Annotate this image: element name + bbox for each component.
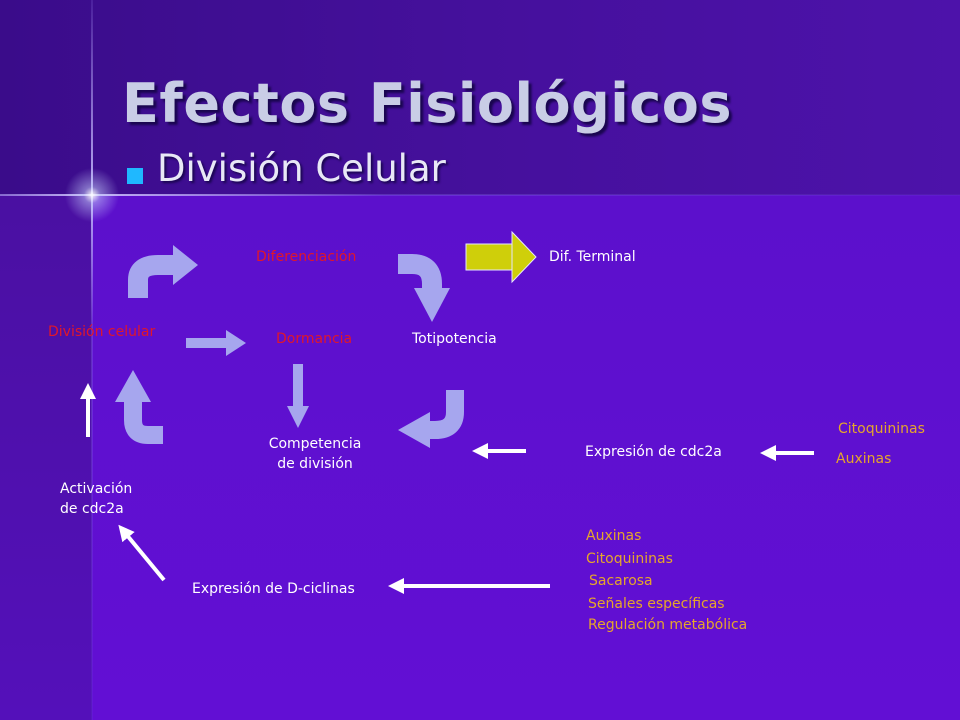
cdc2a-inducer-citoquininas: Citoquininas	[838, 421, 925, 437]
decorative-glow	[60, 163, 124, 227]
activacion-line-2: de cdc2a	[60, 501, 124, 517]
node-activacion-cdc2a: Activación de cdc2a	[60, 479, 132, 519]
curved-arrow-icon-to-competencia	[398, 390, 464, 448]
decorative-horizontal-line	[0, 194, 960, 196]
dciclinas-inducer-sacarosa: Sacarosa	[589, 573, 653, 589]
background-left-band	[0, 195, 92, 720]
node-expresion-cdc2a: Expresión de cdc2a	[585, 444, 722, 460]
bullet-division-celular: División Celular	[157, 147, 446, 190]
background-main-area	[92, 195, 960, 720]
node-competencia-de-division: Competencia de división	[255, 434, 375, 474]
node-expresion-dciclinas: Expresión de D-ciclinas	[192, 581, 355, 597]
arrow-icon-to-competencia	[287, 364, 309, 428]
arrow-icon-to-dif-terminal	[465, 230, 537, 284]
node-totipotencia: Totipotencia	[412, 331, 497, 347]
node-dormancia: Dormancia	[276, 331, 353, 347]
decorative-vertical-line	[91, 0, 93, 720]
dciclinas-inducer-senales: Señales específicas	[588, 596, 725, 612]
background-top-band	[0, 0, 960, 195]
arrow-icon-to-dormancia	[186, 330, 246, 356]
dciclinas-inducer-regulacion: Regulación metabólica	[588, 617, 748, 633]
dciclinas-inducer-auxinas: Auxinas	[586, 528, 642, 544]
competencia-line-2: de división	[277, 456, 353, 472]
competencia-line-1: Competencia	[268, 436, 362, 452]
node-diferenciacion: Diferenciación	[256, 249, 357, 265]
bullet-square-icon	[127, 168, 143, 184]
cdc2a-inducer-auxinas: Auxinas	[836, 451, 892, 467]
activacion-line-1: Activación	[60, 481, 133, 497]
curved-arrow-icon-to-totipotencia	[398, 254, 450, 322]
curved-arrow-icon-to-diferenciacion	[128, 245, 198, 298]
curved-arrow-icon-to-division-celular	[115, 370, 163, 444]
slide-title: Efectos Fisiológicos	[122, 72, 733, 135]
dciclinas-inducer-citoquininas: Citoquininas	[586, 551, 673, 567]
node-dif-terminal: Dif. Terminal	[549, 249, 636, 265]
white-arrow-icon-to-activacion	[118, 524, 166, 582]
node-division-celular: División celular	[48, 324, 156, 340]
